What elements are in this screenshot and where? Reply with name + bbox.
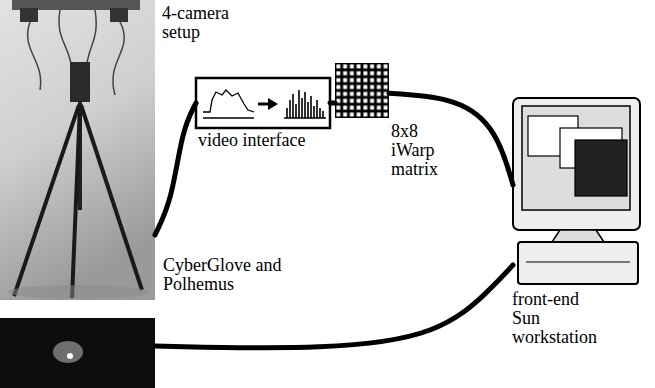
diagram-node: video interface bbox=[196, 78, 330, 128]
connector-line bbox=[155, 103, 196, 235]
glove-photo bbox=[0, 318, 155, 388]
workstation-icon bbox=[513, 98, 640, 284]
processor-grid bbox=[335, 63, 389, 118]
camera-photo bbox=[0, 0, 155, 300]
connector-line bbox=[330, 100, 335, 105]
diagram-node: CyberGlove and Polhemus bbox=[0, 318, 155, 388]
connector-line bbox=[389, 93, 513, 185]
diagram-node: 8x8 iWarp matrix bbox=[335, 63, 389, 118]
node-label: CyberGlove and Polhemus bbox=[163, 256, 313, 294]
node-label: front-end Sun workstation bbox=[512, 290, 604, 347]
node-label: 4-camera setup bbox=[162, 4, 254, 42]
node-label: video interface bbox=[198, 131, 338, 150]
diagram-node: 4-camera setup bbox=[0, 0, 155, 300]
diagram-node: front-end Sun workstation bbox=[513, 98, 640, 285]
node-label: 8x8 iWarp matrix bbox=[391, 122, 451, 179]
video-interface-box bbox=[196, 78, 330, 128]
